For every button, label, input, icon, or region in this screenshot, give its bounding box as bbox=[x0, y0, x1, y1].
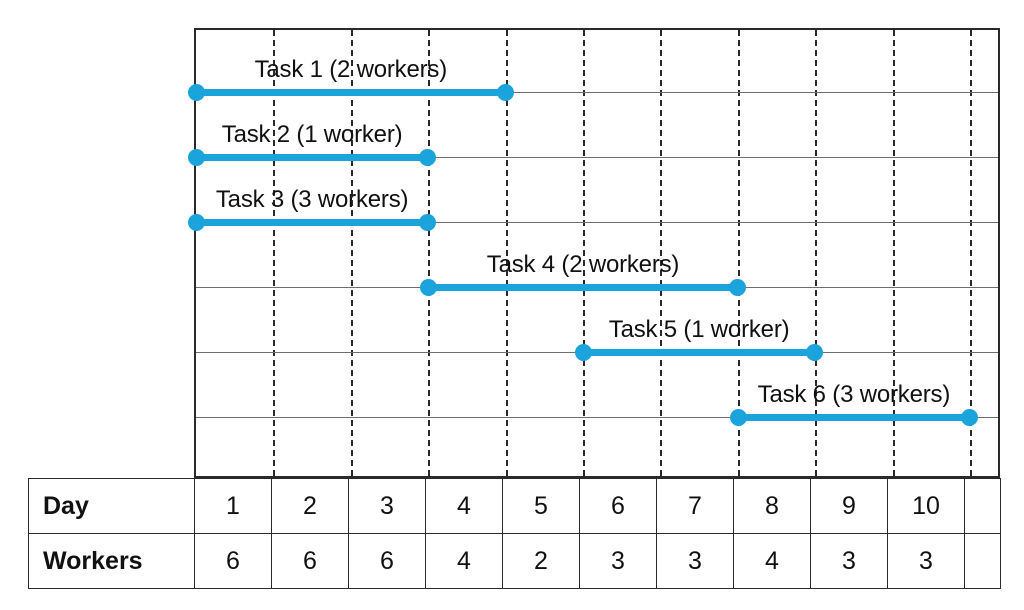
workers-cell-2: 6 bbox=[271, 533, 349, 589]
workers-cell-10: 3 bbox=[887, 533, 965, 589]
task-bar-end-cap-1 bbox=[496, 83, 514, 101]
gridline-day-8 bbox=[815, 30, 818, 476]
gridline-day-2 bbox=[350, 30, 353, 476]
day-cell-7: 7 bbox=[656, 478, 734, 534]
workers-row-tail-cell bbox=[964, 533, 1001, 589]
task-bar-end-cap-2 bbox=[419, 148, 437, 166]
task-bar-2[interactable] bbox=[188, 148, 437, 166]
task-bar-end-cap-5 bbox=[806, 343, 824, 361]
row-line-1 bbox=[196, 92, 998, 93]
workers-cell-9: 3 bbox=[810, 533, 888, 589]
task-bar-4[interactable] bbox=[420, 278, 746, 296]
task-bar-start-cap-5 bbox=[575, 343, 592, 361]
day-cell-6: 6 bbox=[579, 478, 657, 534]
row-header-day: Day bbox=[28, 478, 195, 534]
task-bar-end-cap-4 bbox=[728, 278, 746, 296]
task-label-1: Task 1 (2 workers) bbox=[254, 56, 448, 83]
day-cell-1: 1 bbox=[194, 478, 272, 534]
workers-cell-3: 6 bbox=[348, 533, 426, 589]
day-cell-5: 5 bbox=[502, 478, 580, 534]
row-line-3 bbox=[196, 222, 998, 223]
day-cell-9: 9 bbox=[810, 478, 888, 534]
row-line-6 bbox=[196, 417, 998, 418]
day-cell-10: 10 bbox=[887, 478, 965, 534]
chart-plot-area: Task 1 (2 workers) Task 2 (1 worker) Task … bbox=[188, 28, 1000, 478]
gridline-day-9 bbox=[892, 30, 895, 476]
workers-cell-4: 4 bbox=[425, 533, 503, 589]
task-bar-end-cap-6 bbox=[960, 408, 978, 426]
task-bar-3[interactable] bbox=[188, 213, 437, 231]
task-bar-start-cap-2 bbox=[188, 148, 205, 166]
workers-cell-5: 2 bbox=[502, 533, 580, 589]
gridline-day-4 bbox=[505, 30, 508, 476]
day-cell-4: 4 bbox=[425, 478, 503, 534]
gridline-day-1 bbox=[273, 30, 276, 476]
task-bar-start-cap-3 bbox=[188, 213, 205, 231]
task-label-4: Task 4 (2 workers) bbox=[486, 251, 680, 278]
row-header-workers: Workers bbox=[28, 533, 195, 589]
workers-cell-7: 3 bbox=[656, 533, 734, 589]
task-label-6: Task 6 (3 workers) bbox=[757, 381, 951, 408]
gridline-day-5 bbox=[583, 30, 585, 476]
task-bar-start-cap-6 bbox=[729, 408, 747, 426]
gridline-day-10 bbox=[970, 30, 972, 476]
task-bar-6[interactable] bbox=[729, 408, 978, 426]
gridline-day-6 bbox=[660, 30, 663, 476]
day-cell-2: 2 bbox=[271, 478, 349, 534]
gridline-day-3 bbox=[428, 30, 431, 476]
workers-cell-6: 3 bbox=[579, 533, 657, 589]
task-bar-start-cap-1 bbox=[188, 83, 205, 101]
row-line-2 bbox=[196, 157, 998, 158]
task-bar-1[interactable] bbox=[188, 83, 514, 101]
day-row-tail-cell bbox=[964, 478, 1001, 534]
task-label-3: Task 3 (3 workers) bbox=[215, 186, 409, 213]
task-bar-5[interactable] bbox=[575, 343, 824, 361]
gridline-day-7 bbox=[737, 30, 740, 476]
day-cell-8: 8 bbox=[733, 478, 811, 534]
day-cell-3: 3 bbox=[348, 478, 426, 534]
task-bar-start-cap-4 bbox=[420, 278, 438, 296]
workers-cell-1: 6 bbox=[194, 533, 272, 589]
task-bar-end-cap-3 bbox=[419, 213, 437, 231]
workers-cell-8: 4 bbox=[733, 533, 811, 589]
task-label-2: Task 2 (1 worker) bbox=[221, 121, 403, 148]
task-label-5: Task 5 (1 worker) bbox=[608, 316, 790, 343]
